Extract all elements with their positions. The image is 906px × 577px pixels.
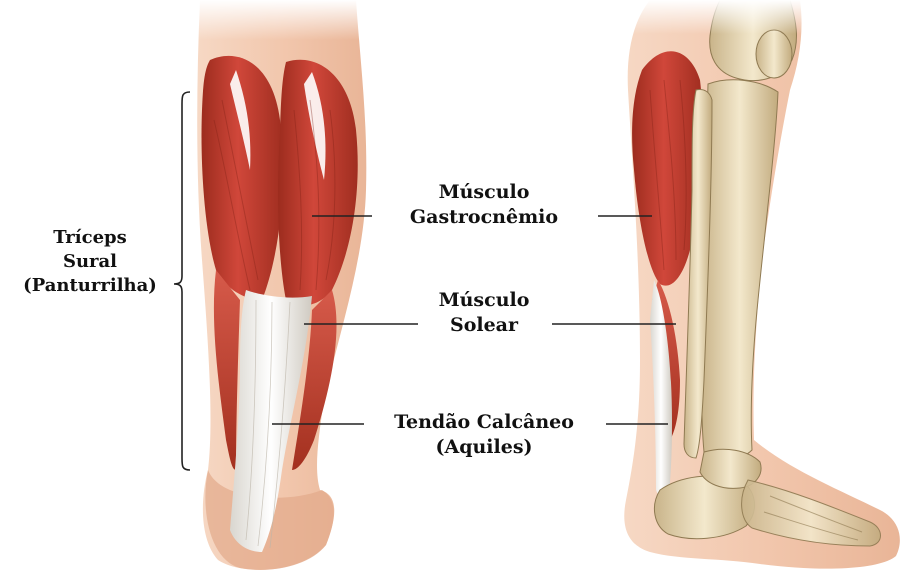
label-solear: Músculo Solear: [386, 288, 582, 338]
label-solear-line1: Músculo: [386, 288, 582, 313]
label-tendao-line1: Tendão Calcâneo: [366, 410, 602, 435]
posterior-leg: [190, 0, 370, 570]
label-gastrocnemio: Músculo Gastrocnêmio: [386, 180, 582, 230]
label-triceps-line3: (Panturrilha): [4, 274, 176, 298]
label-gastrocnemio-line1: Músculo: [386, 180, 582, 205]
triceps-bracket: [174, 92, 190, 470]
label-triceps-line1: Tríceps: [4, 226, 176, 250]
label-triceps-line2: Sural: [4, 250, 176, 274]
lateral-leg: [620, 0, 900, 569]
label-tendao-line2: (Aquiles): [366, 435, 602, 460]
tibia: [702, 80, 778, 459]
label-solear-line2: Solear: [386, 313, 582, 338]
label-triceps-sural: Tríceps Sural (Panturrilha): [4, 226, 176, 298]
label-tendao-calcaneo: Tendão Calcâneo (Aquiles): [366, 410, 602, 460]
patella: [756, 30, 792, 78]
label-gastrocnemio-line2: Gastrocnêmio: [386, 205, 582, 230]
